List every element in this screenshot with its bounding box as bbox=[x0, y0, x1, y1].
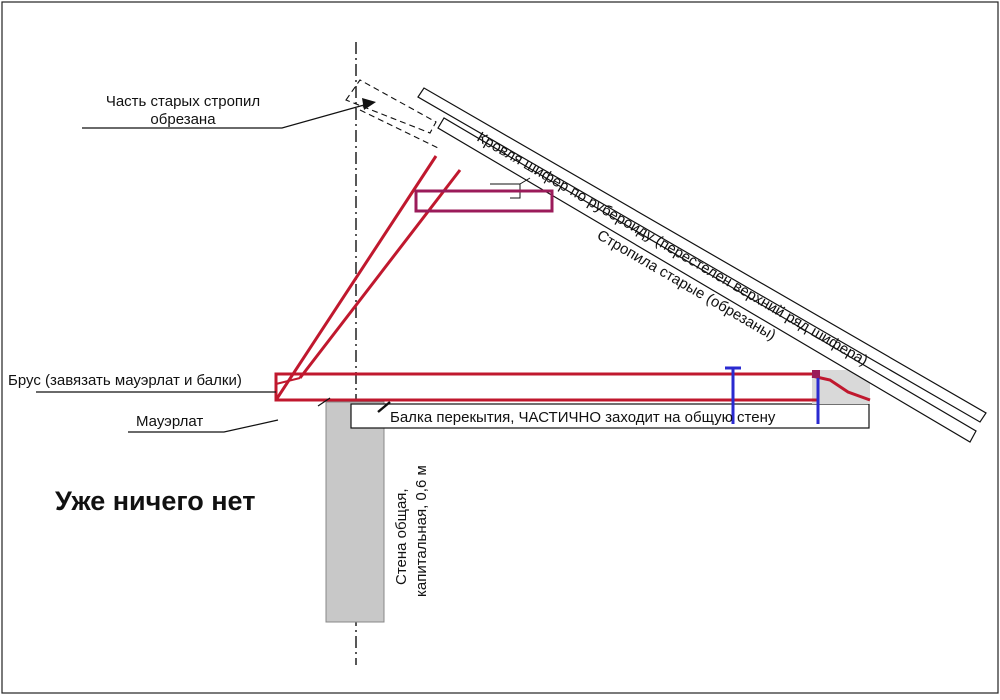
floor-beam bbox=[350, 403, 870, 429]
label-beam-bar: Брус (завязать мауэрлат и балки) bbox=[8, 372, 242, 389]
new-rafter-inner bbox=[298, 169, 462, 379]
leader-mauerlat bbox=[128, 419, 279, 433]
leader-old-rafters bbox=[82, 104, 365, 129]
label-old-rafters-cut-2: обрезана bbox=[150, 111, 216, 128]
leader-arrowhead bbox=[362, 98, 376, 110]
bolt-2-head bbox=[812, 370, 820, 378]
roof-board bbox=[417, 87, 987, 423]
bracket-tick bbox=[519, 177, 531, 185]
wall-block bbox=[325, 401, 385, 623]
new-rafter-outer bbox=[274, 155, 438, 401]
label-mauerlat: Мауэрлат bbox=[136, 413, 203, 430]
mauerlat-mark-2 bbox=[377, 401, 391, 413]
headline: Уже ничего нет bbox=[55, 486, 255, 516]
cut-rafter-edge bbox=[359, 109, 439, 149]
label-floor-beam: Балка перекытия, ЧАСТИЧНО заходит на общ… bbox=[390, 409, 776, 426]
label-roof: Кровля шифер по рубероиду (перестелен ве… bbox=[474, 129, 871, 370]
old-rafter bbox=[437, 117, 977, 443]
tie-bar-joint bbox=[275, 377, 301, 385]
label-wall-2: капитальная, 0,6 м bbox=[413, 465, 430, 597]
cut-rafter-outline bbox=[345, 79, 437, 134]
label-old-rafters-cut-1: Часть старых стропил bbox=[106, 93, 260, 110]
collar-tie bbox=[414, 189, 554, 213]
mauerlat-mark-1 bbox=[317, 397, 331, 407]
label-wall-1: Стена общая, bbox=[393, 488, 410, 585]
tie-bar-end bbox=[811, 374, 871, 402]
tie-bar bbox=[274, 372, 820, 402]
